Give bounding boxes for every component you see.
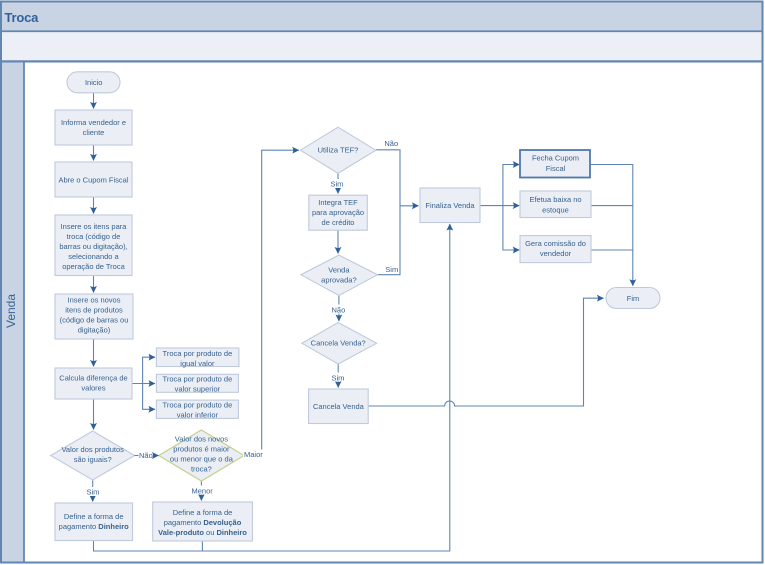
svg-text:Venda: Venda: [4, 294, 18, 328]
svg-text:Sim: Sim: [332, 374, 345, 383]
svg-text:Utiliza TEF?: Utiliza TEF?: [318, 146, 359, 155]
svg-text:Sim: Sim: [87, 488, 100, 497]
svg-text:Menor: Menor: [192, 487, 214, 496]
svg-text:Sim: Sim: [331, 180, 344, 189]
svg-text:Sim: Sim: [385, 265, 398, 274]
svg-text:Não: Não: [139, 451, 153, 460]
svg-text:Abre o Cupom Fiscal: Abre o Cupom Fiscal: [58, 176, 128, 185]
svg-text:Maior: Maior: [244, 450, 263, 459]
svg-text:Fim: Fim: [627, 294, 640, 303]
svg-text:Cancela Venda: Cancela Venda: [313, 402, 365, 411]
svg-text:Inicio: Inicio: [85, 78, 103, 87]
svg-text:Não: Não: [384, 139, 398, 148]
svg-text:Cancela Venda?: Cancela Venda?: [311, 339, 366, 348]
svg-text:Troca: Troca: [5, 10, 40, 25]
svg-text:Finaliza Venda: Finaliza Venda: [425, 201, 475, 210]
svg-text:Não: Não: [332, 306, 346, 315]
